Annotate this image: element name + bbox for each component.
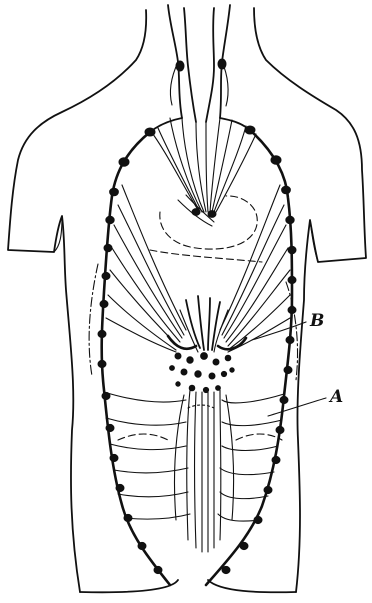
lower-body-outline <box>89 264 297 380</box>
heart-outline <box>150 196 262 262</box>
label-a: A <box>328 387 343 407</box>
label-a-group: A <box>268 387 343 416</box>
abdominal-contours <box>118 405 282 440</box>
label-b: B <box>309 311 324 331</box>
lateral-abdominal-vessels <box>104 392 284 521</box>
upper-chest-vessels <box>150 118 256 226</box>
label-b-group: B <box>252 311 324 340</box>
lymph-nodes-left <box>98 128 162 574</box>
left-thoracic-vessels <box>106 185 186 352</box>
plexus-nodes <box>170 353 235 393</box>
